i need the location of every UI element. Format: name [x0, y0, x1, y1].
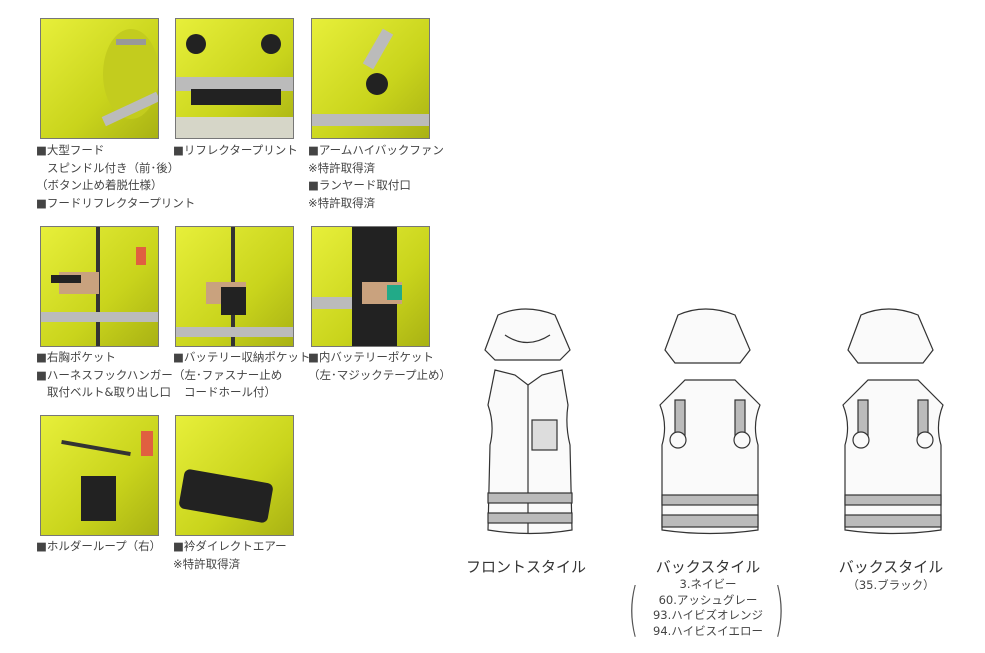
paren-right: )	[774, 575, 785, 643]
photo-holder-loop	[40, 415, 159, 536]
caption-arm-fan: ■アームハイバックファン※特許取得済■ランヤード取付口※特許取得済	[308, 143, 444, 210]
caption-hood: ■大型フードスピンドル付き（前･後）（ボタン止め着脱仕様）■フードリフレクタープ…	[36, 143, 196, 210]
back-style-black-color: （35.ブラック）	[847, 578, 935, 592]
back-vest-drawing	[659, 308, 761, 535]
front-vest-drawing	[484, 308, 573, 535]
photo-collar-direct-air	[175, 415, 294, 536]
paren-left: (	[628, 575, 639, 643]
back-style-label: バックスタイル	[655, 558, 761, 576]
photo-reflector	[175, 18, 294, 139]
caption-inner-battery-pocket: ■内バッテリーポケット（左･マジックテープ止め）	[308, 350, 452, 382]
caption-collar-air: ■衿ダイレクトエアー※特許取得済	[173, 539, 287, 571]
caption-chest-pocket: ■右胸ポケット■ハーネスフックハンガー取付ベルト&取り出し口	[36, 350, 173, 399]
photo-hood	[40, 18, 159, 139]
photo-battery-pocket	[175, 226, 294, 347]
caption-battery-pocket: ■バッテリー収納ポケット（左･ファスナー止めコードホール付）	[173, 350, 311, 399]
photo-arm-fan	[311, 18, 430, 139]
front-style-label: フロントスタイル	[465, 558, 586, 576]
photo-inner-battery-pocket	[311, 226, 430, 347]
back-vest-black-drawing	[842, 308, 944, 535]
caption-holder-loop: ■ホルダーループ（右）	[36, 539, 162, 553]
back-style-black-label: バックスタイル	[838, 558, 944, 576]
caption-reflector: ■リフレクタープリント	[173, 143, 298, 157]
photo-chest-pocket	[40, 226, 159, 347]
